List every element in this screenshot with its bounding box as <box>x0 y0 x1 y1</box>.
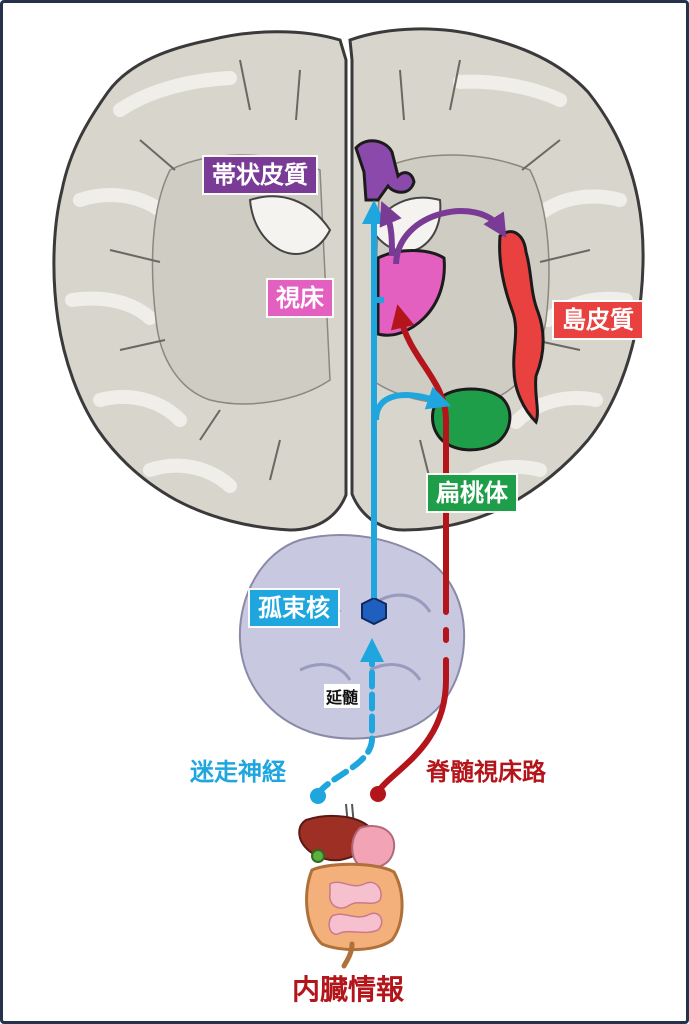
thalamus-to-insula-line <box>393 208 507 265</box>
brain-coronal-section <box>52 27 645 532</box>
medulla-section <box>238 534 466 740</box>
vagus-origin-dot <box>310 788 326 804</box>
amygdala-region <box>431 387 512 452</box>
nts-nucleus-marker <box>361 596 387 626</box>
spinothalamic-label: 脊髄視床路 <box>426 758 546 786</box>
visceral-info-label: 内臓情報 <box>292 973 405 1006</box>
thalamus-to-cingulate-line <box>379 200 402 257</box>
cingulate-label: 帯状皮質 <box>204 157 316 193</box>
nts-label: 孤束核 <box>250 590 338 626</box>
insula-label: 島皮質 <box>554 302 642 338</box>
vagus-label: 迷走神経 <box>190 758 286 786</box>
spinothalamic-tract-line <box>375 316 449 795</box>
spinothalamic-origin-dot <box>370 786 386 802</box>
visceral-organs-illustration <box>298 803 404 969</box>
amygdala-label: 扁桃体 <box>428 475 516 511</box>
thalamus-label: 視床 <box>268 280 332 316</box>
vagus-nerve-line <box>315 638 384 797</box>
cingulate-region <box>354 139 416 202</box>
insula-region <box>498 230 545 425</box>
medulla-label: 延髄 <box>324 684 361 708</box>
nts-to-amygdala-line <box>373 386 452 421</box>
